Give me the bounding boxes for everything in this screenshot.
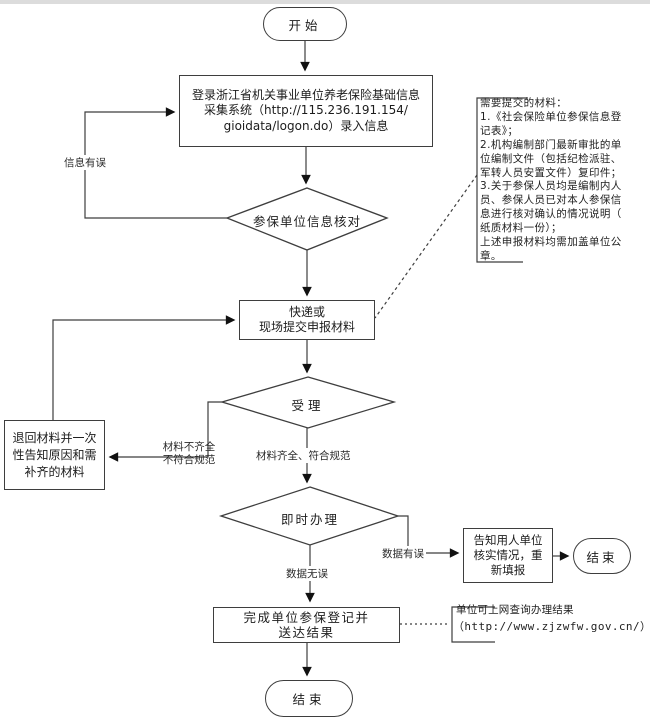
start-node: 开始	[263, 7, 347, 41]
decision-accept-label: 受理	[291, 398, 325, 413]
end-bottom-node: 结束	[265, 680, 353, 717]
end-bottom-label: 结束	[292, 692, 326, 707]
label-data-error: 数据有误	[380, 546, 426, 561]
notify-unit-label: 告知用人单位 核实情况，重 新填报	[473, 533, 543, 577]
submit-materials-label: 快递或 现场提交申报材料	[258, 305, 355, 334]
edge-return-loop-to-submit	[52, 315, 236, 420]
return-materials-label: 退回材料并一次 性告知原因和需 补齐的材料	[12, 430, 97, 479]
complete-registration-label: 完成单位参保登记并 送达结果	[243, 609, 370, 641]
complete-registration-node: 完成单位参保登记并 送达结果	[213, 607, 400, 643]
decision-verify-shape	[225, 187, 389, 251]
label-materials-ok: 材料齐全、符合规范	[254, 448, 353, 463]
pointer-materials-note	[374, 174, 478, 319]
note-query-result: 单位可上网查询办理结果 （http://www.zjzwfw.gov.cn/）	[453, 604, 650, 634]
decision-accept-shape	[219, 376, 397, 429]
submit-materials-node: 快递或 现场提交申报材料	[239, 300, 375, 340]
notify-unit-node: 告知用人单位 核实情况，重 新填报	[463, 528, 553, 583]
end-right-label: 结束	[586, 549, 618, 565]
edge-process-to-notify	[398, 515, 460, 558]
decision-process-shape	[218, 486, 401, 546]
decision-verify-label: 参保单位信息核对	[252, 214, 361, 229]
return-materials-node: 退回材料并一次 性告知原因和需 补齐的材料	[4, 420, 105, 490]
bracket-query-note	[451, 606, 495, 643]
label-data-ok: 数据无误	[284, 566, 330, 581]
note-required-materials: 需要提交的材料： 1.《社会保险单位参保信息登 记表》； 2.机构编制部门最新审…	[480, 97, 622, 262]
login-system-node: 登录浙江省机关事业单位养老保险基础信息 采集系统（http://115.236.…	[179, 75, 433, 147]
decision-process-label: 即时办理	[280, 512, 339, 527]
bracket-materials-note	[476, 97, 528, 263]
edge-accept-to-return	[108, 401, 222, 462]
label-info-error: 信息有误	[62, 155, 108, 170]
start-label: 开始	[288, 17, 322, 33]
note-query-line1: 单位可上网查询办理结果	[456, 604, 574, 616]
page-top-edge	[0, 0, 650, 4]
label-materials-incomplete: 材料不齐全 不符合规范	[162, 441, 216, 466]
end-right-node: 结束	[573, 538, 631, 574]
note-query-url: （http://www.zjzwfw.gov.cn/）	[453, 619, 650, 633]
login-system-label: 登录浙江省机关事业单位养老保险基础信息 采集系统（http://115.236.…	[191, 87, 420, 133]
